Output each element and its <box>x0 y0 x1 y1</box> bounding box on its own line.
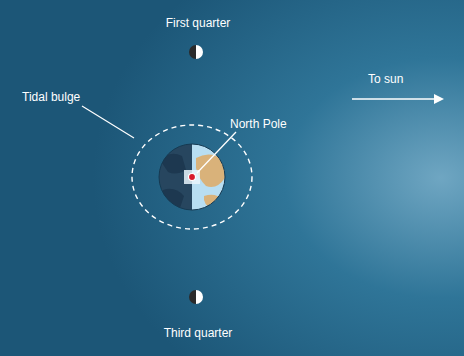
sun-arrow <box>352 98 436 100</box>
moon-first-quarter <box>189 45 203 59</box>
leader-line <box>197 132 236 173</box>
earth <box>150 140 234 220</box>
sun-arrowhead <box>434 94 444 104</box>
callout-label: Tidal bulge <box>22 90 80 104</box>
moon-third-quarter <box>189 290 203 304</box>
moon-label: First quarter <box>166 16 231 30</box>
leader-line <box>82 106 134 138</box>
north-pole-dot <box>189 174 196 181</box>
moon-label: Third quarter <box>164 326 233 340</box>
callout-label: North Pole <box>230 117 287 131</box>
direction-label: To sun <box>368 72 403 86</box>
tidal-bulge <box>132 125 252 229</box>
